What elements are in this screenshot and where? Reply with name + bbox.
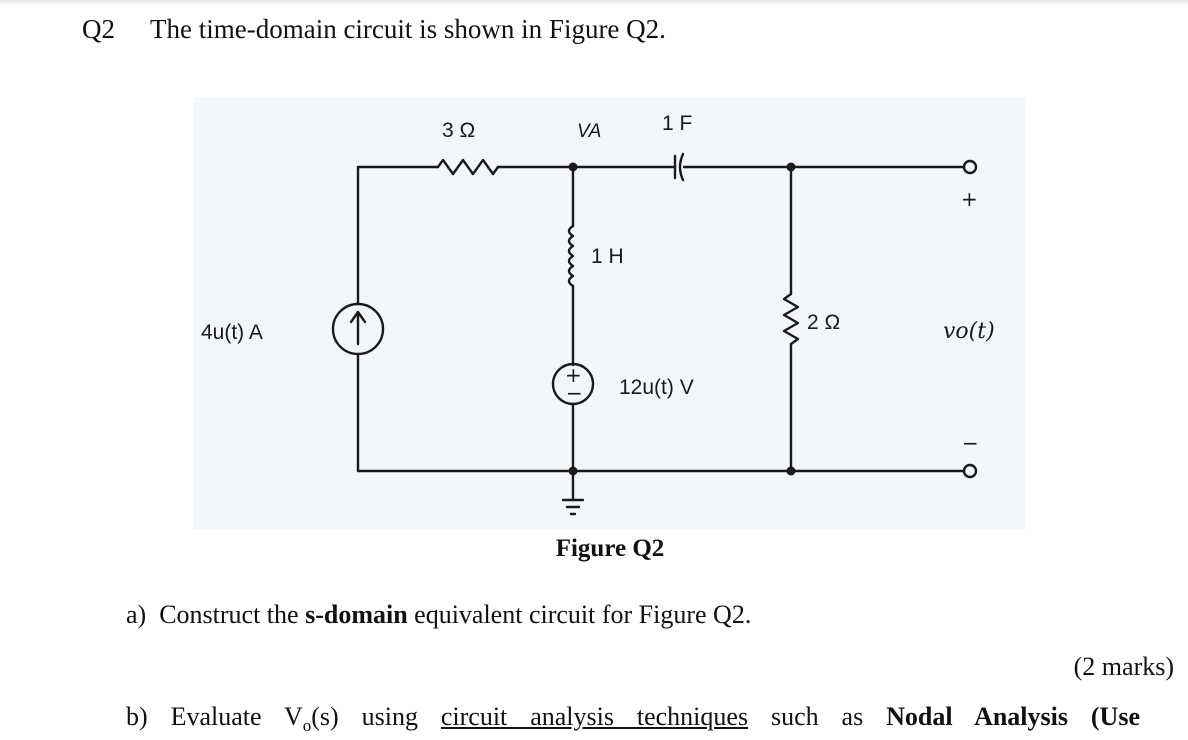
output-plus: + xyxy=(961,187,978,211)
part-a-bold: s-domain xyxy=(305,600,408,629)
node-top-right xyxy=(786,162,796,172)
current-source-arrow xyxy=(349,310,367,346)
capacitor-1f xyxy=(673,152,685,182)
current-source-circle xyxy=(331,302,385,356)
part-b-underlined: circuit analysis techniques xyxy=(440,702,749,731)
page-top-edge xyxy=(0,0,1188,6)
voltage-source-circle xyxy=(551,362,595,406)
question-title: The time-domain circuit is shown in Figu… xyxy=(150,14,666,44)
node-bottom-mid xyxy=(568,466,578,476)
figure-caption: Figure Q2 xyxy=(0,535,1188,563)
output-terminal-top xyxy=(962,159,978,175)
part-a-marks: (2 marks) xyxy=(1073,652,1174,681)
part-b-text-mid: (s) using xyxy=(311,702,441,731)
label-resistor-3: 3 Ω xyxy=(442,119,475,142)
output-minus: − xyxy=(962,431,979,455)
part-a: a) Construct the s-domain equivalent cir… xyxy=(126,600,751,630)
output-terminal-bottom xyxy=(962,463,978,479)
label-capacitor: 1 F xyxy=(662,112,692,135)
part-a-label: a) xyxy=(126,600,147,629)
resistor-3-ohm xyxy=(436,158,500,176)
part-b-label: b) xyxy=(126,702,148,731)
figure-caption-text: Figure Q2 xyxy=(555,535,665,562)
part-b: b) Evaluate Vo(s) using circuit analysis… xyxy=(126,702,1140,736)
label-voltage-source: 12u(t) V xyxy=(619,376,694,399)
node-bottom-right xyxy=(786,466,796,476)
wire-left xyxy=(356,165,965,473)
ground-symbol xyxy=(561,469,585,516)
part-b-subscript: o xyxy=(302,716,312,736)
label-current-source: 4u(t) A xyxy=(201,321,263,344)
node-va xyxy=(568,162,578,172)
resistor-2-ohm xyxy=(782,292,800,346)
circuit-diagram: 3 Ω VA 1 F 1 H 4u(t) A 2 Ω vo(t) 12u(t) … xyxy=(201,112,995,516)
part-b-bold: Nodal Analysis (Use xyxy=(886,702,1140,731)
voltage-source-plus: + xyxy=(565,363,582,387)
part-b-text-before: Evaluate V xyxy=(170,702,303,731)
part-a-text-before: Construct the xyxy=(159,600,306,629)
voltage-source-minus: − xyxy=(566,381,583,405)
part-b-text-after: such as xyxy=(748,702,887,731)
circuit-figure: 3 Ω VA 1 F 1 H 4u(t) A 2 Ω vo(t) 12u(t) … xyxy=(193,98,1025,530)
part-a-text-after: equivalent circuit for Figure Q2. xyxy=(407,600,752,629)
label-resistor-2: 2 Ω xyxy=(807,311,840,334)
label-node-va: VA xyxy=(577,121,601,142)
label-inductor: 1 H xyxy=(591,245,624,268)
label-output-voltage: vo(t) xyxy=(943,319,995,344)
question-number: Q2 xyxy=(82,14,115,44)
inductor-1h xyxy=(567,224,575,288)
